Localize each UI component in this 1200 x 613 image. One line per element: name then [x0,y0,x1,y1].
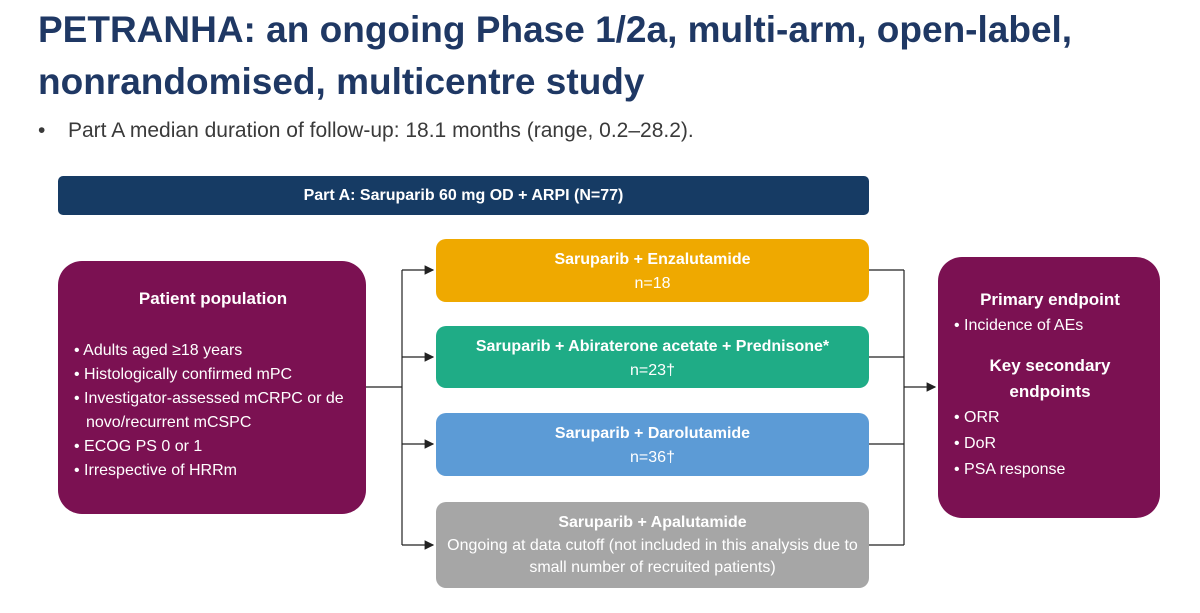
list-item: • Investigator-assessed mCRPC or de novo… [74,390,344,431]
follow-up-bullet: • Part A median duration of follow-up: 18… [38,116,694,146]
arm-count: n=23† [630,362,675,379]
list-item: • Irrespective of HRRm [74,462,237,479]
page-title: PETRANHA: an ongoing Phase 1/2a, multi-a… [38,9,1073,102]
list-item: • Incidence of AEs [954,317,1084,334]
arm-note: Ongoing at data cutoff (not included in … [447,537,858,576]
list-item: • ORR [954,409,1000,426]
arm-count: n=18 [634,275,671,292]
arm-name: Saruparib + Enzalutamide [554,251,751,268]
arm-count: n=36† [630,449,675,466]
arm-apalutamide: Saruparib + Apalutamide Ongoing at data … [436,502,869,588]
population-list: • Adults aged ≥18 years • Histologically… [74,339,352,483]
follow-up-text: Part A median duration of follow-up: 18.… [68,119,694,142]
list-item: • Histologically confirmed mPC [74,366,293,383]
secondary-endpoint-list: • ORR • DoR • PSA response [950,405,1150,483]
arm-enzalutamide: Saruparib + Enzalutamide n=18 [436,239,869,302]
arm-name: Saruparib + Darolutamide [554,425,751,442]
patient-population-box: Patient population • Adults aged ≥18 yea… [58,261,366,514]
list-item: • PSA response [954,461,1066,478]
list-item: • ECOG PS 0 or 1 [74,438,203,455]
list-item: • DoR [954,435,997,452]
list-item: • Adults aged ≥18 years [74,342,243,359]
endpoints-box: Primary endpoint • Incidence of AEs Key … [938,257,1160,518]
bullet-dot: • [38,119,46,142]
arm-abiraterone: Saruparib + Abiraterone acetate + Predni… [436,326,869,388]
secondary-endpoints-title: Key secondary endpoints [989,356,1111,401]
arm-name: Saruparib + Abiraterone acetate + Predni… [475,338,830,355]
population-title: Patient population [138,289,288,308]
arm-darolutamide: Saruparib + Darolutamide n=36† [436,413,869,476]
primary-endpoint-list: • Incidence of AEs [950,313,1150,339]
part-a-banner: Part A: Saruparib 60 mg OD + ARPI (N=77) [58,176,869,215]
arm-name: Saruparib + Apalutamide [558,514,747,531]
primary-endpoint-title: Primary endpoint [980,290,1120,309]
